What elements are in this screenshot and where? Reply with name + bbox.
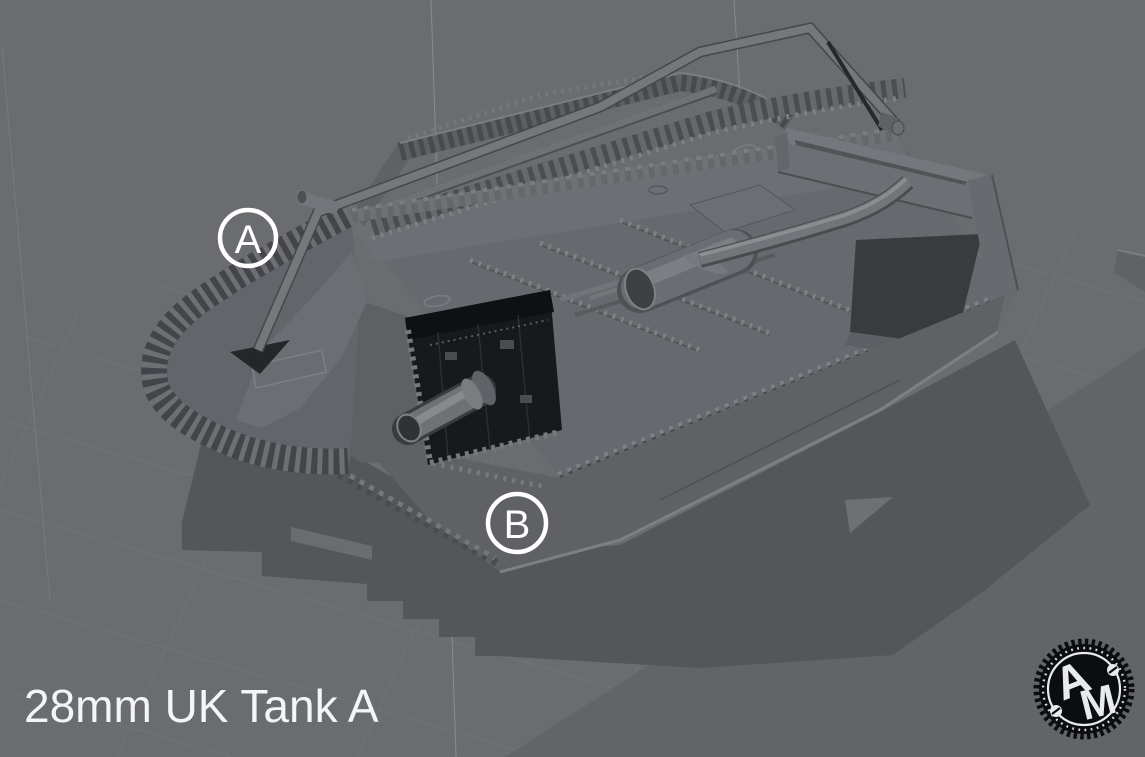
logo-gear-teeth [1033,638,1135,740]
grid-line [0,689,1145,757]
brand-logo: A M [1033,638,1135,740]
roof-hatch-oval [423,294,451,308]
marker-b-label: B [504,503,531,547]
front-mg-barrel [298,192,339,214]
front-mg-muzzle [296,189,308,205]
track-stud-row [371,95,901,241]
sponson-fitting [445,352,457,360]
logo-screw-icon [1107,664,1119,676]
sponson-fitting [520,395,532,403]
rear-post [968,175,1018,334]
tank-shadow [182,340,1090,668]
far-track-stud-row [407,72,661,141]
marker-a: A [217,207,279,269]
rail-end-cap [891,120,905,136]
underside-seam [659,379,901,501]
gun-muzzle [396,413,422,443]
caption-title: 28mm UK Tank A [24,680,379,732]
gun-base-ring [472,370,496,406]
underside-face [357,295,1005,572]
box-front-face [778,142,978,218]
gun-barrel [392,370,496,445]
logo-inner-ring [1046,651,1122,727]
box-rim [780,128,985,186]
underside-bottom-rim [499,330,999,574]
sponson-edge-studs [405,329,433,463]
marker-a-circle [217,207,279,269]
grid-line [0,185,221,757]
underside-teeth-dark [308,454,499,567]
roof-raised-plate [688,184,797,233]
shadow-main [182,340,1090,668]
rail-foot-bracket [230,340,290,374]
sponson-rivet-row [429,319,549,346]
shadow-light-slot [291,527,372,560]
axis-line [1,45,51,601]
rear-opening [850,234,982,346]
sponson-seam [517,314,531,443]
marker-a-label: A [235,218,262,262]
screw-slot [1108,666,1118,674]
logo-screw-icon [1050,705,1062,717]
rail-bar [254,23,899,352]
unditching-rail [252,21,905,353]
hull-roof-highlight [352,140,915,262]
logo-tick-ring [1041,646,1127,732]
box-end-face [775,132,790,172]
nose-hatch-plate [251,349,327,389]
sponson-edge-studs [429,429,561,466]
rear-post-edge [991,174,1019,291]
grid-line [0,599,1145,757]
sponson-fitting [500,340,514,349]
rail-strut [826,40,884,132]
near-rail-bar [383,85,718,211]
sponson-top-band [405,290,554,340]
shadow-light-triangle [845,497,893,533]
pipe [698,176,913,265]
tank-model [141,21,1145,574]
screw-slot [1051,707,1061,715]
box-bottom-edge [777,171,973,219]
grid-line [0,509,1145,757]
near-rail [383,85,718,213]
far-rear-horn-tip [1114,250,1145,292]
sponson [392,290,562,466]
marker-b: B [485,491,549,555]
pipe-highlight [699,177,908,257]
horn-tip-edge [1117,249,1145,257]
track-upper-rim-bumps [351,126,901,212]
track-ribs [369,78,907,236]
exhaust-end-cap [624,267,656,311]
marker-b-circle [485,491,549,555]
roof-hatch-oval [648,185,668,195]
exhaust-assembly [617,176,914,313]
gun-collar [461,378,483,410]
roof-seam [469,261,701,353]
nose-horn-body [151,212,360,463]
